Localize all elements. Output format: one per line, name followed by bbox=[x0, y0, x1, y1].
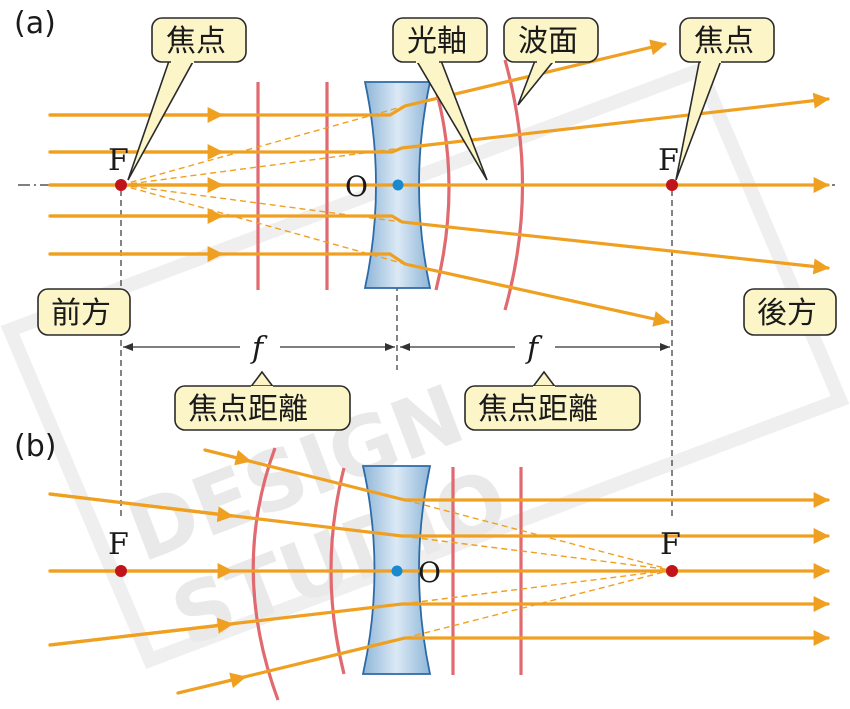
focus-point-front-a bbox=[115, 179, 127, 191]
focus-point-back-b bbox=[666, 565, 678, 577]
callout-focus-front: 焦点 bbox=[127, 17, 247, 181]
label-front-text: 前方 bbox=[51, 296, 111, 331]
center-point-b bbox=[391, 565, 403, 577]
label-o-b: O bbox=[418, 556, 441, 589]
callout-focal-length-left: 焦点距離 bbox=[174, 370, 351, 431]
label-f-front-b: F bbox=[108, 527, 129, 562]
virtual-rays-b bbox=[401, 499, 673, 639]
panel-b-tag: (b) bbox=[14, 429, 56, 464]
focus-point-back-a bbox=[666, 179, 678, 191]
label-front: 前方 bbox=[37, 288, 131, 336]
label-f-back-a: F bbox=[658, 143, 679, 178]
callout-focal-length-right-text: 焦点距離 bbox=[478, 392, 598, 427]
label-back: 後方 bbox=[743, 288, 837, 336]
callout-focus-back-text: 焦点 bbox=[694, 24, 754, 59]
panel-a-tag: (a) bbox=[14, 6, 56, 41]
callout-focus-back: 焦点 bbox=[675, 17, 775, 181]
label-back-text: 後方 bbox=[757, 296, 817, 331]
focal-symbol-left: f bbox=[250, 331, 268, 366]
callout-focal-length-right: 焦点距離 bbox=[464, 370, 641, 431]
callout-optical-axis-text: 光軸 bbox=[407, 24, 467, 59]
callout-focus-front-text: 焦点 bbox=[166, 24, 226, 59]
label-f-back-b: F bbox=[660, 527, 681, 562]
label-f-front-a: F bbox=[108, 143, 129, 178]
callout-optical-axis: 光軸 bbox=[392, 17, 488, 181]
label-o-a: O bbox=[345, 170, 368, 203]
focal-symbol-right: f bbox=[525, 331, 543, 366]
callout-wavefront: 波面 bbox=[503, 17, 599, 106]
focus-point-front-b bbox=[115, 565, 127, 577]
curved-wavefront-1 bbox=[434, 89, 451, 291]
callout-wavefront-text: 波面 bbox=[518, 24, 578, 59]
center-point-a bbox=[392, 179, 404, 191]
virtual-rays-a bbox=[120, 105, 406, 265]
rays-b bbox=[48, 448, 830, 695]
callout-focal-length-left-text: 焦点距離 bbox=[188, 392, 308, 427]
